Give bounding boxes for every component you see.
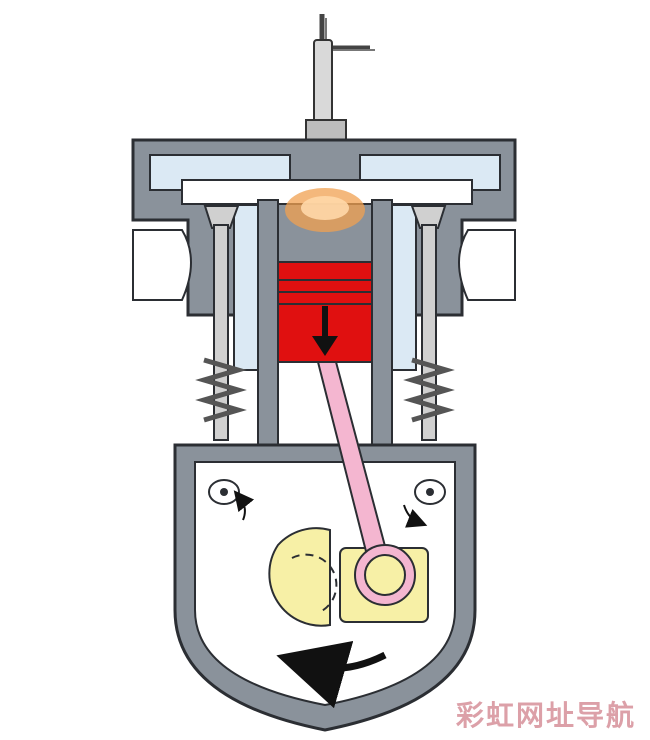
rotation-arrow-icon (276, 640, 387, 709)
cam-icon (208, 479, 255, 521)
piston-down-arrow-icon (312, 306, 338, 356)
intake-valve-spring-icon (195, 357, 247, 423)
exhaust-valve-spring-icon (403, 357, 455, 423)
exhaust-port (458, 229, 516, 301)
spark-icon (285, 188, 365, 232)
intake-port (132, 229, 192, 301)
connecting-rod-icon (316, 361, 416, 606)
cam-icon (403, 479, 446, 528)
watermark: 彩虹网址导航 (455, 699, 636, 732)
exhaust-valve-icon (403, 205, 455, 441)
intake-valve-icon (195, 205, 247, 441)
